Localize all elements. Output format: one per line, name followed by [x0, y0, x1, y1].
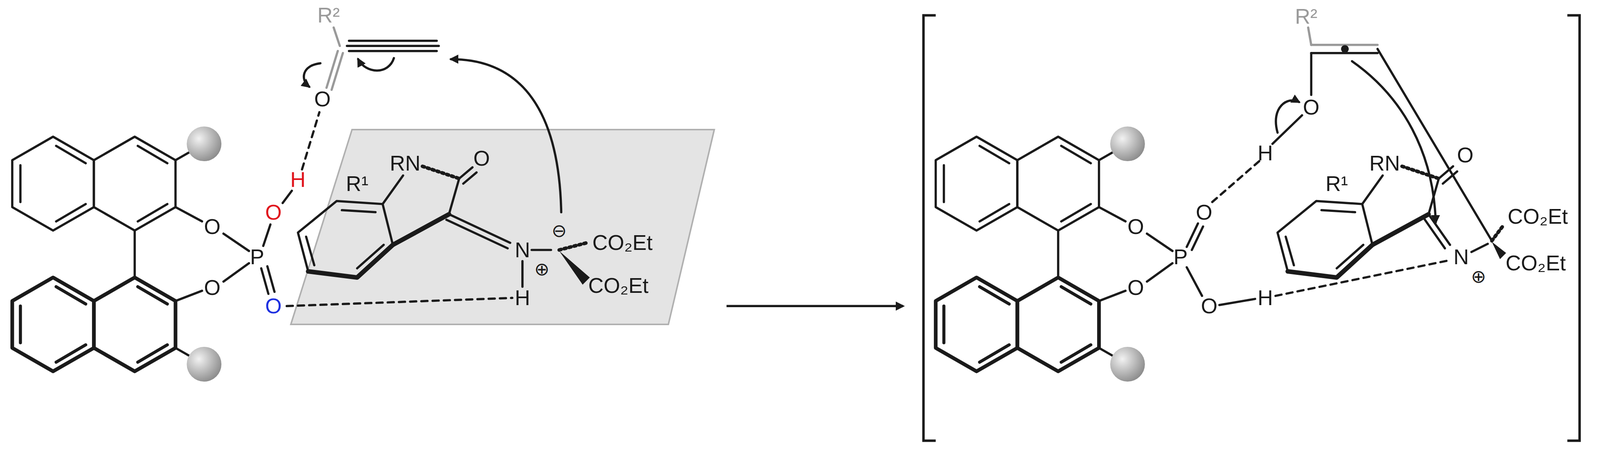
atom-label: O	[473, 147, 490, 170]
atom-label: N	[514, 239, 531, 261]
atom-label: R²	[1294, 5, 1318, 28]
atom-label: H	[1257, 287, 1274, 309]
atom-label: CO₂Et	[1507, 205, 1568, 228]
atom-label: CO₂Et	[1505, 252, 1566, 274]
bonds	[1277, 27, 1505, 278]
bracket	[1567, 15, 1580, 441]
atom-label: O	[1302, 96, 1320, 118]
radical-dot	[1340, 45, 1349, 53]
bonds	[1186, 100, 1450, 305]
atom-label: O	[265, 201, 282, 224]
wedge-bond	[559, 251, 591, 285]
plane	[290, 129, 715, 325]
atom-label: P	[250, 246, 265, 268]
atom-label: ⊖	[551, 221, 567, 240]
atom-label: N	[1453, 246, 1470, 268]
atom-label: R²	[317, 4, 341, 26]
atom-label: RN	[1369, 152, 1400, 174]
atom-label: R¹	[1325, 173, 1348, 195]
bonds	[304, 27, 562, 212]
atom-label: O	[1457, 144, 1474, 166]
atom-label: O	[314, 88, 331, 110]
binol-scaffold	[935, 126, 1173, 382]
atom-label: O	[1195, 201, 1213, 224]
atom-label: CO₂Et	[588, 274, 649, 297]
atom-label: O	[1201, 295, 1218, 317]
atom-label: H	[1257, 142, 1274, 164]
atom-label: R¹	[345, 173, 369, 195]
atom-label: CO₂Et	[592, 232, 653, 254]
atom-label: O	[203, 216, 221, 238]
atom-label: ⊕	[534, 260, 550, 279]
atom-label: RN	[389, 152, 421, 174]
atom-label: O	[1127, 277, 1144, 299]
bonds	[261, 112, 512, 307]
atom-label: H	[514, 287, 531, 309]
atom-label: O	[1127, 216, 1144, 238]
reaction-arrow	[726, 305, 903, 308]
binol-scaffold	[12, 126, 250, 382]
atom-label: ⊕	[1471, 267, 1487, 286]
bonds	[297, 166, 587, 287]
atom-label: P	[1173, 246, 1188, 268]
wedge-bond	[1491, 241, 1507, 260]
atom-label: H	[290, 169, 306, 191]
atom-label: O	[203, 277, 221, 299]
atom-label: O	[265, 295, 282, 317]
bracket	[923, 15, 936, 441]
